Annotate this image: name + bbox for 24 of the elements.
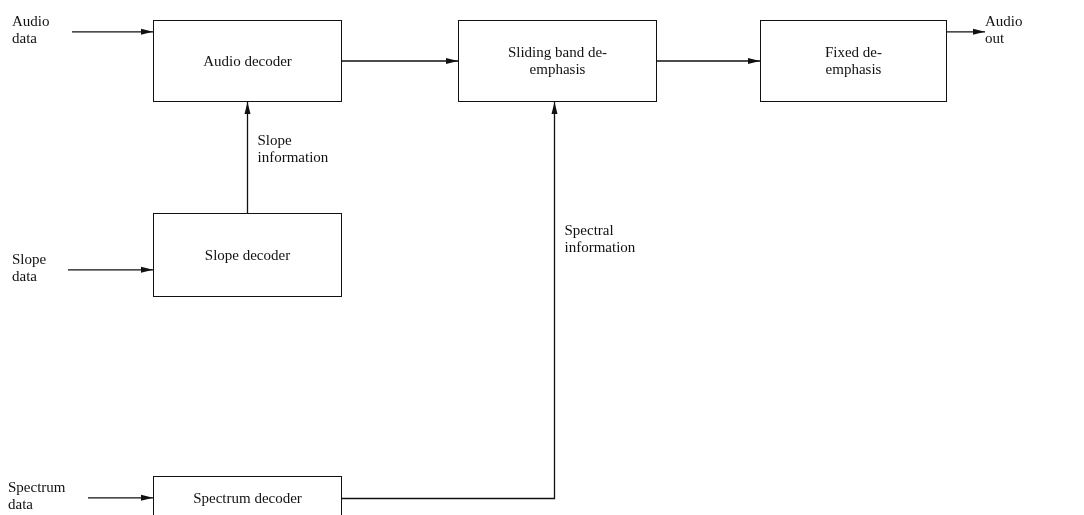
arrow — [341, 58, 459, 64]
box-label: Sliding band de-emphasis — [506, 44, 609, 78]
arrow — [71, 28, 154, 35]
edge-label: Spectral information — [564, 222, 637, 256]
process-box — [153, 20, 342, 102]
arrow — [656, 58, 761, 64]
arrow — [87, 494, 154, 501]
signal-label: Slope data — [12, 251, 48, 285]
arrow — [341, 101, 558, 500]
process-box — [153, 213, 342, 297]
arrow — [244, 101, 251, 214]
box-label: Slope decoder — [204, 246, 291, 264]
signal-label: Spectrum data — [8, 479, 67, 513]
process-box — [760, 20, 947, 102]
box-label: Spectrum decoder — [193, 490, 302, 507]
box-label: Fixed de-emphasis — [823, 44, 884, 78]
box-label: Audio decoder — [203, 52, 292, 70]
signal-label: Audio out — [985, 13, 1024, 47]
process-box — [458, 20, 657, 102]
arrow — [946, 28, 986, 35]
signal-label: Audio data — [12, 13, 51, 47]
process-box — [153, 476, 342, 515]
arrow — [67, 266, 154, 273]
edge-label: Slope information — [257, 132, 330, 166]
